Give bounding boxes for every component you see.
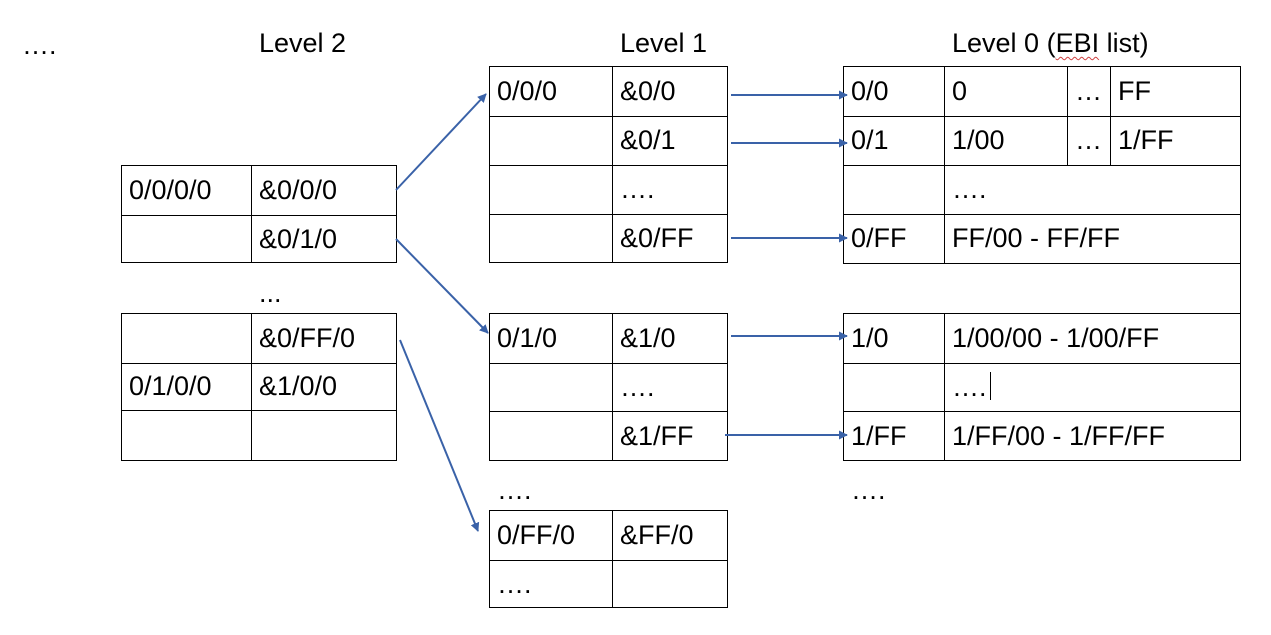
level1-b-row2-pointer: …. [620, 371, 655, 402]
level0-row2-ellipsis: … [1075, 125, 1102, 155]
level1-between-ellipsis: …. [497, 475, 532, 505]
level0-row6-range: …. [952, 371, 987, 402]
level2-header: Level 2 [259, 28, 347, 58]
level1-c-row1-pointer: &FF/0 [620, 519, 694, 550]
level0-row5-range: 1/00/00 - 1/00/FF [952, 322, 1160, 353]
level0-row7-range: 1/FF/00 - 1/FF/FF [952, 420, 1166, 451]
level0-row1-last: FF [1118, 75, 1151, 106]
arrow-l2-row2-to-l1 [395, 238, 489, 334]
level1-header: Level 1 [620, 28, 708, 58]
level2-row1-key: 0/0/0/0 [129, 174, 212, 205]
level1-b-row1-pointer: &1/0 [620, 322, 676, 353]
level0-row1-key: 0/0 [851, 75, 889, 106]
level2-row2-pointer: &0/1/0 [259, 223, 338, 254]
level0-row5-key: 1/0 [851, 322, 889, 353]
level0-header-ebi: EBI [1055, 28, 1100, 58]
level1-a-row3-pointer: …. [620, 174, 655, 204]
level1-a-row1-pointer: &0/0 [620, 75, 676, 106]
level2-row3-pointer: &0/FF/0 [259, 322, 356, 353]
level2-row4-pointer: &1/0/0 [259, 371, 338, 401]
level0-row2-first: 1/00 [952, 125, 1005, 155]
level0-row4-key: 0/FF [851, 223, 907, 253]
level1-a-row4-pointer: &0/FF [620, 223, 694, 253]
level0-header-suffix: list) [1099, 28, 1149, 58]
level0-row3-range: …. [952, 174, 987, 204]
level1-table-lines [489, 66, 728, 608]
level0-row2-last: 1/FF [1118, 125, 1174, 155]
level1-b-row3-pointer: &1/FF [620, 420, 694, 451]
level1-a-row2-pointer: &0/1 [620, 125, 676, 155]
level0-row4-range: FF/00 - FF/FF [952, 223, 1120, 253]
level0-header-prefix: Level 0 ( [952, 28, 1056, 58]
level2-gap-ellipsis: ... [259, 278, 282, 308]
level1-c-row2-key: …. [497, 568, 532, 599]
level0-bottom-ellipsis: …. [851, 475, 886, 505]
level2-row1-pointer: &0/0/0 [259, 174, 338, 205]
level2-row4-key: 0/1/0/0 [129, 371, 212, 401]
pointer-arrows [395, 90, 848, 532]
level0-row2-key: 0/1 [851, 125, 889, 155]
level0-row1-first: 0 [952, 75, 968, 106]
level0-header: Level 0 (EBI list) [952, 30, 1149, 57]
level0-row7-key: 1/FF [851, 420, 907, 451]
arrow-l2-row3-to-l1 [399, 339, 480, 532]
top-left-ellipsis: …. [22, 30, 57, 60]
level1-b-row1-key: 0/1/0 [497, 322, 558, 353]
level1-a-row1-key: 0/0/0 [497, 75, 558, 106]
level0-row1-ellipsis: … [1075, 75, 1102, 106]
level2-table-lines [121, 165, 397, 461]
level0-table-lines [843, 66, 1241, 461]
arrow-l2-row1-to-l1 [395, 93, 487, 191]
level1-c-row1-key: 0/FF/0 [497, 519, 576, 550]
